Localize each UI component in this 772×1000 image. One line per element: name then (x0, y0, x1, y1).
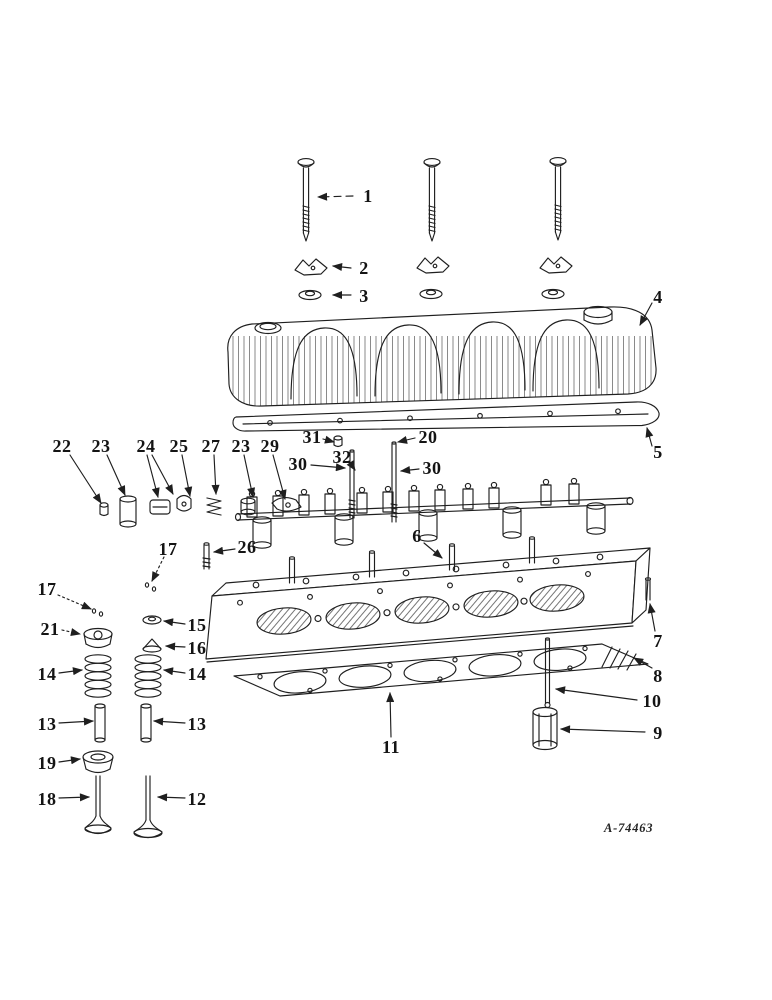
callout-17-b: 17 (37, 579, 57, 599)
shaft-supports (252, 502, 606, 549)
callout-13-b: 13 (187, 714, 207, 734)
callout-22: 22 (52, 436, 72, 456)
spring-retainer (83, 627, 113, 649)
valve (84, 775, 112, 835)
cylinder-head (205, 536, 652, 663)
valve-tappet (532, 706, 558, 751)
cover-bolts (297, 157, 567, 242)
valve-train-parts (82, 608, 163, 839)
callout-21: 21 (40, 619, 60, 639)
callout-20: 20 (418, 427, 438, 447)
valve-guide (140, 703, 152, 743)
bolt (297, 158, 315, 242)
callout-1: 1 (363, 186, 373, 206)
stud-7 (644, 577, 652, 601)
bolt (423, 158, 441, 242)
callout-9: 9 (653, 723, 663, 743)
callout-11: 11 (381, 737, 401, 757)
callout-23-a: 23 (91, 436, 111, 456)
valve-keys-upper (144, 582, 157, 592)
callout-12: 12 (187, 789, 207, 809)
valve-cover (227, 305, 657, 407)
head-gasket (233, 643, 649, 697)
oil-filler-cap (583, 305, 613, 325)
callout-arrows (57, 192, 656, 802)
rocker-shaft-assembly (99, 435, 634, 592)
callout-2: 2 (359, 258, 369, 278)
callout-18: 18 (37, 789, 57, 809)
callout-29: 29 (260, 436, 280, 456)
callout-16: 16 (187, 638, 207, 658)
callout-17-a: 17 (158, 539, 178, 559)
callout-5: 5 (653, 442, 663, 462)
callout-31: 31 (302, 427, 322, 447)
callout-13-a: 13 (37, 714, 57, 734)
cap-nuts (298, 288, 565, 301)
valve (133, 775, 163, 839)
drawing-number: A-74463 (604, 821, 654, 835)
callout-30-a: 30 (288, 454, 308, 474)
valve-rotator (82, 750, 114, 774)
stud-26 (202, 542, 211, 570)
valve-cap (142, 615, 162, 625)
callout-30-b: 30 (422, 458, 442, 478)
valve-spring (84, 654, 112, 698)
bolt (549, 157, 567, 241)
valve-seal (142, 638, 162, 653)
callout-3: 3 (359, 286, 369, 306)
callout-25: 25 (169, 436, 189, 456)
callout-24: 24 (136, 436, 156, 456)
breather-cap (254, 321, 282, 335)
callout-7: 7 (653, 631, 663, 651)
callout-14-b: 14 (187, 664, 207, 684)
callout-32: 32 (332, 447, 352, 467)
valve-guide (94, 703, 106, 743)
callout-15: 15 (187, 615, 207, 635)
callout-4: 4 (653, 287, 663, 307)
callout-10: 10 (642, 691, 662, 711)
shaft-small-parts (99, 494, 302, 528)
callout-6: 6 (412, 526, 422, 546)
callout-27: 27 (201, 436, 221, 456)
callout-14-a: 14 (37, 664, 57, 684)
callout-8: 8 (653, 666, 663, 686)
callout-23-b: 23 (231, 436, 251, 456)
rocker-arms (246, 477, 580, 518)
head-ports (256, 584, 585, 635)
callout-19: 19 (37, 753, 57, 773)
callout-26: 26 (237, 537, 257, 557)
head-studs (288, 536, 536, 584)
valve-spring (134, 654, 162, 698)
cover-clips (294, 256, 573, 276)
cover-gasket (232, 401, 660, 432)
